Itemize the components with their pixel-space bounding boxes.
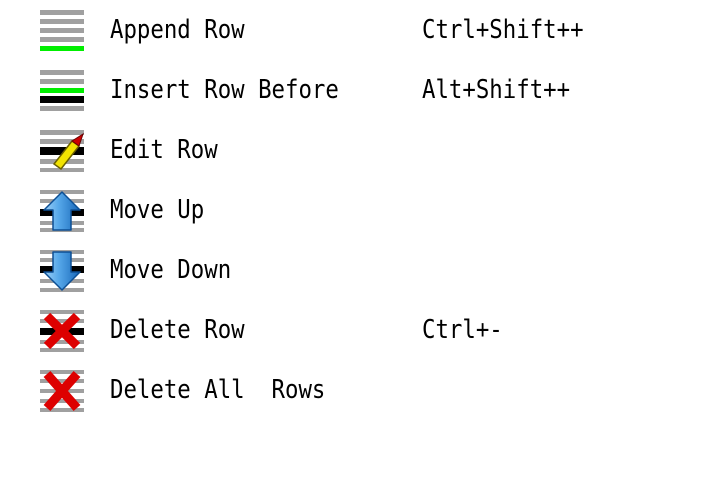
menu-item-label: Delete All Rows (110, 375, 326, 405)
menu-item-shortcut: Ctrl+Shift++ (422, 15, 584, 45)
menu-item-append-row[interactable]: Append Row Ctrl+Shift++ (0, 0, 725, 60)
insert-row-before-icon (38, 68, 86, 112)
menu-item-label: Append Row (110, 15, 245, 45)
menu-item-icon-cell (0, 60, 110, 120)
menu-item-label: Insert Row Before (110, 75, 339, 105)
menu-item-shortcut: Alt+Shift++ (422, 75, 571, 105)
menu-item-edit-row[interactable]: Edit Row (0, 120, 725, 180)
move-up-icon (38, 188, 86, 232)
menu-item-icon-cell (0, 360, 110, 420)
delete-all-rows-icon (38, 368, 86, 412)
delete-row-icon (38, 308, 86, 352)
menu-item-delete-all-rows[interactable]: Delete All Rows (0, 360, 725, 420)
menu-item-delete-row[interactable]: Delete Row Ctrl+- (0, 300, 725, 360)
menu-item-label: Delete Row (110, 315, 245, 345)
menu-item-move-down[interactable]: Move Down (0, 240, 725, 300)
move-down-icon (38, 248, 86, 292)
menu-item-shortcut: Ctrl+- (422, 315, 503, 345)
menu-item-icon-cell (0, 240, 110, 300)
menu-item-label: Edit Row (110, 135, 218, 165)
menu-item-icon-cell (0, 0, 110, 60)
append-row-icon (38, 8, 86, 52)
menu-item-icon-cell (0, 120, 110, 180)
menu-item-move-up[interactable]: Move Up (0, 180, 725, 240)
menu-item-icon-cell (0, 180, 110, 240)
menu-item-insert-row-before[interactable]: Insert Row Before Alt+Shift++ (0, 60, 725, 120)
edit-row-icon (38, 128, 86, 172)
menu-item-icon-cell (0, 300, 110, 360)
menu-item-label: Move Down (110, 255, 232, 285)
menu-item-label: Move Up (110, 195, 205, 225)
